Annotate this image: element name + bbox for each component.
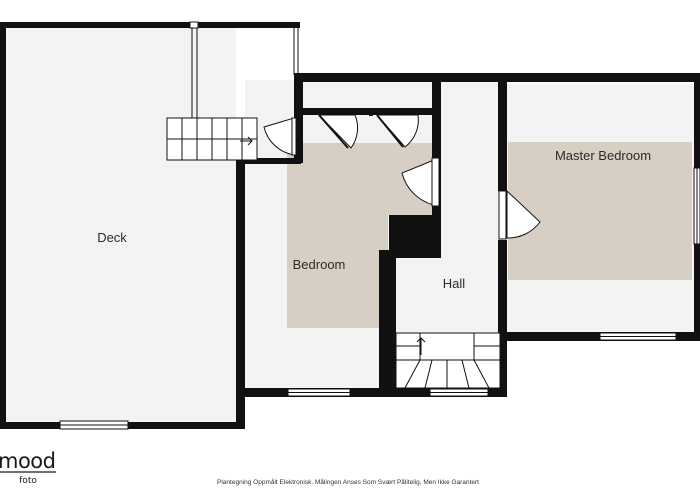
- deck-railing-opening: [189, 21, 199, 29]
- door-bedroom: [401, 157, 440, 207]
- bedroom-carpet: [287, 143, 432, 328]
- deck-notch-wall: [236, 158, 301, 164]
- door-deck: [263, 117, 297, 156]
- deck-left-wall: [0, 22, 6, 428]
- deck-railing: [191, 28, 299, 118]
- doors: [263, 114, 541, 240]
- door-closet-left: [317, 114, 359, 149]
- hall-master-wall-lower: [498, 240, 507, 396]
- middle-top-wall: [294, 73, 700, 82]
- master-bedroom-carpet: [508, 142, 692, 280]
- deck-floor: [6, 28, 236, 422]
- closet-bottom-wall: [303, 108, 433, 115]
- deck-stairs: [166, 117, 258, 161]
- bedroom-label: Bedroom: [293, 257, 346, 272]
- deck-label: Deck: [97, 230, 127, 245]
- middle-left-wall: [294, 73, 303, 163]
- deck-right-wall: [236, 163, 245, 429]
- master-bedroom-label: Master Bedroom: [555, 148, 651, 163]
- hall-stairs: [395, 332, 501, 389]
- door-master: [498, 189, 541, 240]
- room-labels: Deck Bedroom Hall Master Bedroom: [97, 148, 651, 291]
- logo-main-text: mood: [0, 449, 55, 473]
- deck-top-wall: [0, 22, 300, 28]
- disclaimer-text: Plantegning Oppmålt Elektronisk. Målinge…: [217, 478, 479, 486]
- logo-sub-text: foto: [19, 476, 37, 486]
- bedroom-dark-block: [389, 215, 441, 276]
- windows: [59, 21, 700, 430]
- hall-label: Hall: [443, 276, 466, 291]
- closet-divider: [369, 108, 373, 116]
- hall-master-wall: [498, 73, 507, 191]
- carpet-areas: [287, 142, 692, 328]
- door-closet-right: [375, 114, 419, 148]
- bedroom-hall-wall-lower: [379, 250, 396, 396]
- brand-logo: mood foto: [0, 449, 56, 486]
